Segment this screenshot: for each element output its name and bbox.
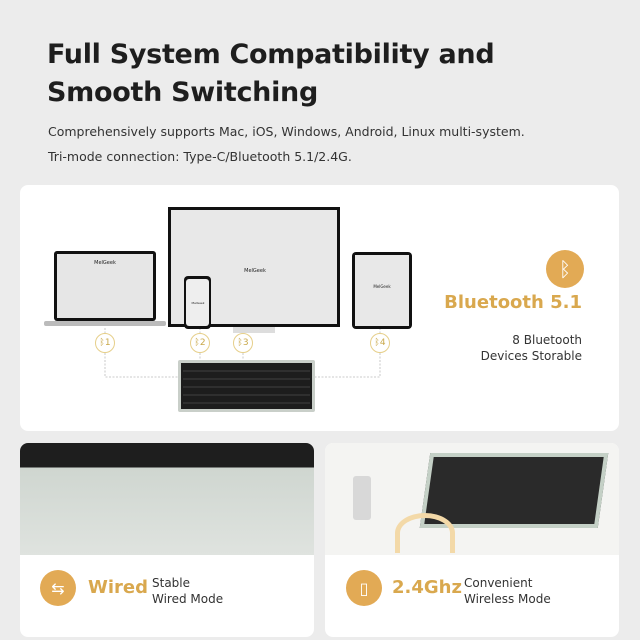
phone-screen-brand: MelGeek — [191, 301, 205, 305]
subtitle-line-1: Comprehensively supports Mac, iOS, Windo… — [48, 124, 525, 139]
usb-cable-icon: ⇆ — [40, 570, 76, 606]
tablet-image — [352, 252, 412, 329]
signal-waves — [395, 513, 455, 553]
bluetooth-card: MelGeek MelGeek MelGeek MelGeek ᛒ1 ᛒ2 ᛒ3… — [20, 185, 619, 431]
bluetooth-channel-3: ᛒ3 — [233, 333, 253, 353]
monitor-screen-brand: MelGeek — [244, 268, 266, 274]
bluetooth-icon: ᛒ — [374, 338, 380, 348]
bluetooth-icon: ᛒ — [99, 338, 105, 348]
bluetooth-icon: ᛒ — [194, 338, 200, 348]
subtitle-line-2: Tri-mode connection: Type-C/Bluetooth 5.… — [48, 149, 352, 164]
tablet-screen-brand: MelGeek — [373, 284, 391, 289]
bluetooth-channel-1: ᛒ1 — [95, 333, 115, 353]
keyboard-side-photo — [20, 443, 314, 555]
laptop-image — [44, 251, 166, 326]
wired-heading: Wired — [88, 577, 148, 598]
keyboard-image — [419, 453, 609, 528]
bluetooth-channel-4: ᛒ4 — [370, 333, 390, 353]
keyboard-dongle-photo — [325, 443, 619, 555]
bluetooth-channel-2: ᛒ2 — [190, 333, 210, 353]
bluetooth-icon: ᛒ — [237, 338, 243, 348]
bluetooth-icon: ᛒ — [546, 250, 584, 288]
laptop-screen-brand: MelGeek — [94, 260, 116, 266]
phone-image — [184, 276, 211, 329]
bluetooth-heading: Bluetooth 5.1 — [444, 292, 582, 313]
wireless-heading: 2.4Ghz — [392, 577, 462, 598]
keyboard-image — [178, 360, 315, 412]
devices-diagram — [44, 207, 412, 412]
usb-dongle-icon: ▯ — [346, 570, 382, 606]
dongle-image — [353, 476, 371, 520]
